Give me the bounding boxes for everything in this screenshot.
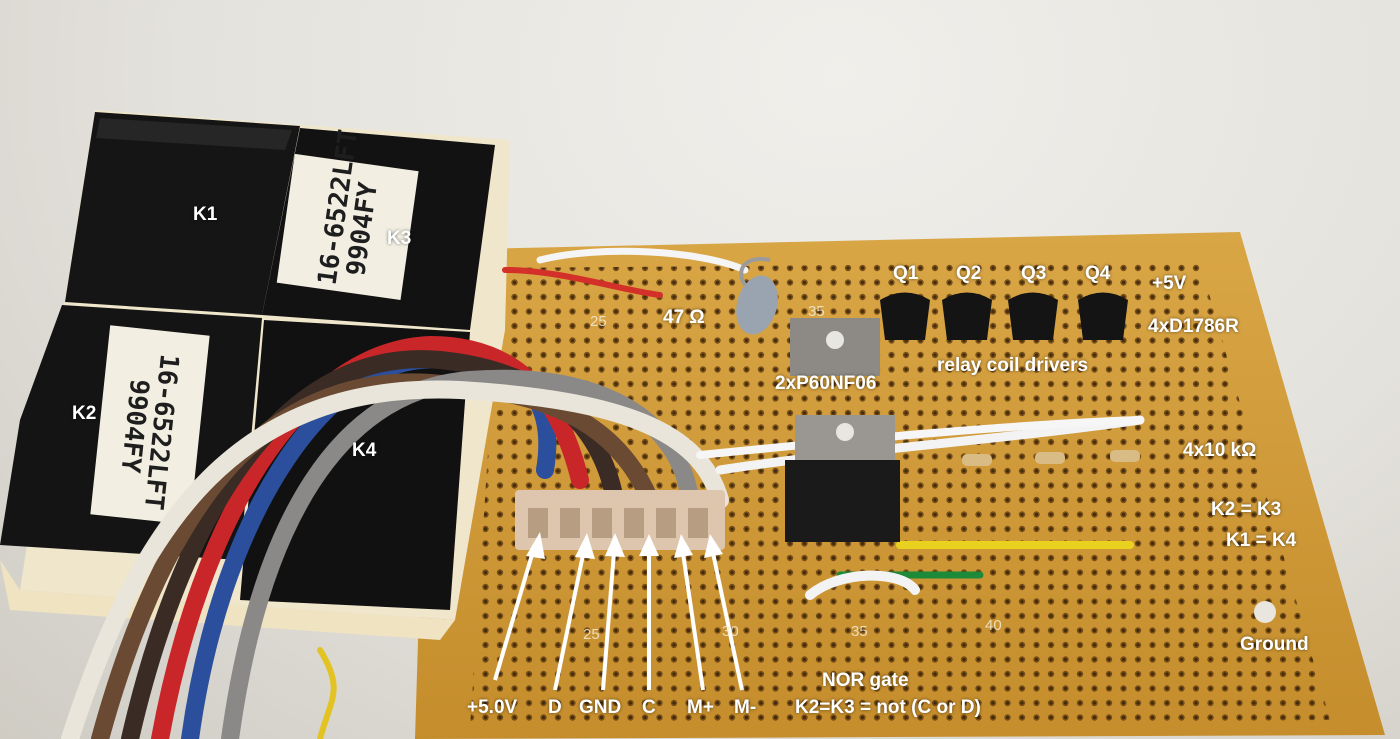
transistor-q4-label: Q4 (1085, 263, 1111, 284)
header-connector (515, 490, 725, 550)
pin-label-c: C (642, 697, 656, 718)
pin-arrows (493, 532, 744, 691)
pin-label-5v: +5.0V (467, 697, 518, 718)
silkscreen-number: 35 (851, 623, 868, 640)
relay-k1-label: K1 (193, 204, 218, 225)
driver-caption: relay coil drivers (937, 355, 1089, 376)
transistor-q2-label: Q2 (956, 263, 982, 284)
resistor-10k (1110, 450, 1140, 462)
transistor-q1 (880, 292, 930, 340)
transistor-part-label: 4xD1786R (1148, 316, 1239, 337)
wire-bundle (61, 247, 1145, 739)
resistor-10k (1035, 452, 1065, 464)
silkscreen-number: 25 (583, 626, 600, 643)
relay-k2-label: K2 (72, 403, 97, 424)
supply-label: +5V (1152, 273, 1187, 294)
resistor-10k-label: 4x10 kΩ (1183, 440, 1257, 461)
silkscreen-number: 40 (985, 617, 1002, 634)
relay-k3 (262, 128, 495, 330)
relay-k1 (65, 112, 300, 315)
equation-k2-k3: K2 = K3 (1211, 499, 1282, 520)
silkscreen-number: 30 (722, 623, 739, 640)
relay-block (0, 110, 510, 640)
transistor-q4 (1078, 292, 1128, 340)
relay-k4-label: K4 (352, 440, 377, 461)
nor-gate-title: NOR gate (822, 670, 909, 691)
silkscreen-number: 35 (808, 303, 825, 320)
pin-label-gnd: GND (579, 697, 622, 718)
mosfet-2 (785, 415, 900, 542)
resistor-47-label: 47 Ω (663, 307, 705, 328)
transistor-q3-label: Q3 (1021, 263, 1047, 284)
relay-k3-label: K3 (387, 228, 412, 249)
resistor-47-ohm (736, 257, 778, 335)
ground-label: Ground (1240, 634, 1309, 655)
silkscreen-number: 25 (590, 313, 607, 330)
mosfet-1 (790, 318, 880, 376)
transistor-q2 (942, 292, 992, 340)
pin-label-d: D (548, 697, 562, 718)
transistor-q3 (1008, 292, 1058, 340)
transistor-q1-label: Q1 (893, 263, 919, 284)
pin-label-m-plus: M+ (687, 697, 714, 718)
mosfet-part-label: 2xP60NF06 (775, 373, 877, 394)
equation-k1-k4: K1 = K4 (1226, 530, 1297, 551)
resistor-10k (962, 454, 992, 466)
pin-label-m-minus: M- (734, 697, 757, 718)
nor-gate-equation: K2=K3 = not (C or D) (795, 697, 981, 718)
